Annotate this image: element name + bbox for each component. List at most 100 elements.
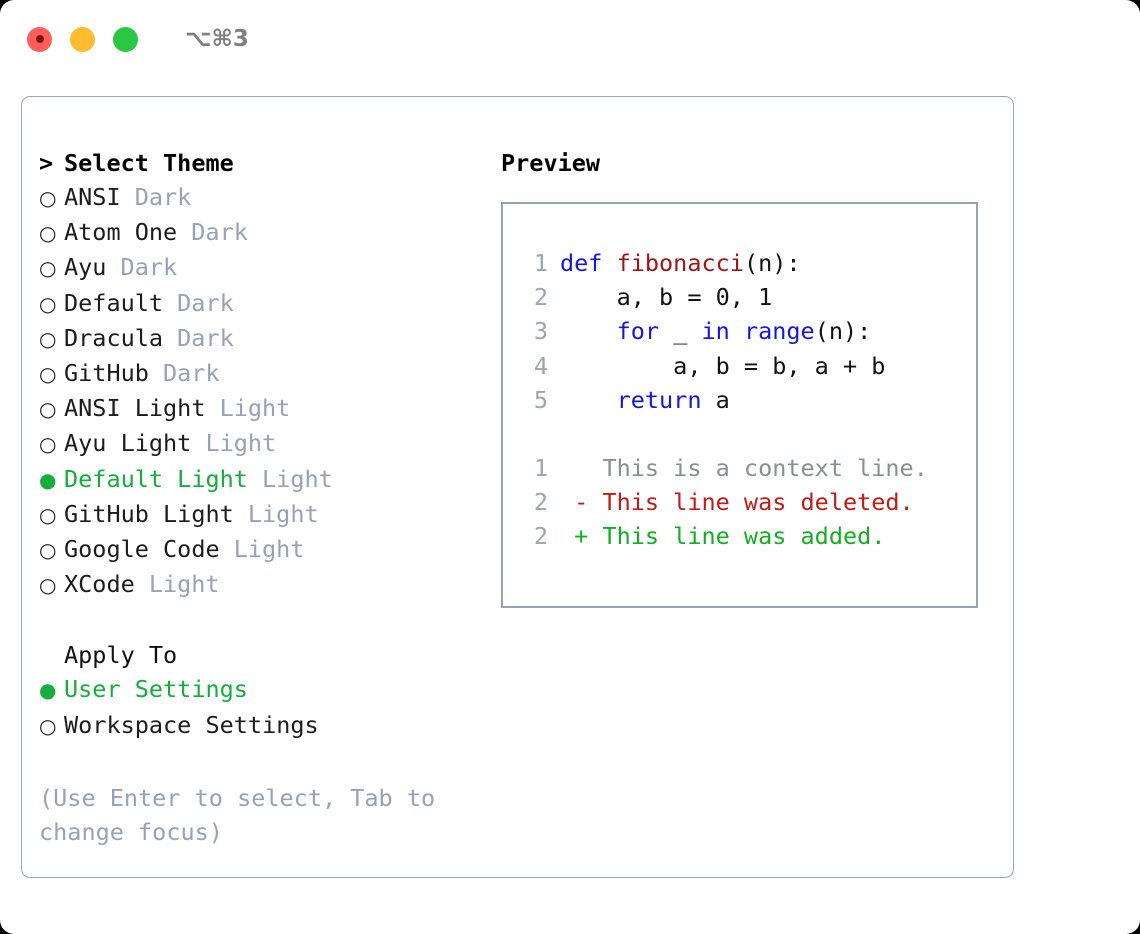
code-line-text: a, b = 0, 1 <box>560 280 773 314</box>
theme-variant-tag: Dark <box>177 323 234 352</box>
theme-variant-tag: Light <box>247 499 319 528</box>
theme-variant-tag: Dark <box>177 288 234 317</box>
theme-option-label: Default Light <box>64 464 248 493</box>
minimize-window-button[interactable] <box>70 26 95 52</box>
theme-option-label: Atom One <box>64 218 178 247</box>
theme-option-ansi[interactable]: ○ ANSI Dark <box>39 180 489 215</box>
radio-unselected-icon: ○ <box>39 256 57 281</box>
radio-unselected-icon: ○ <box>39 186 57 210</box>
apply-to-option-workspace-settings[interactable]: ○ Workspace Settings <box>39 708 489 743</box>
code-line: 4 a, b = b, a + b <box>515 349 976 383</box>
radio-unselected-icon: ○ <box>39 502 57 527</box>
theme-option-github[interactable]: ○ GitHub Dark <box>39 356 489 391</box>
theme-variant-tag: Light <box>205 429 277 458</box>
select-theme-heading: > Select Theme <box>39 146 489 180</box>
radio-unselected-icon: ○ <box>39 221 57 246</box>
code-line: 1 def fibonacci(n): <box>515 246 976 280</box>
diff-line-add: 2 + This line was added. <box>515 519 976 553</box>
theme-option-ayu[interactable]: ○ Ayu Dark <box>39 250 489 285</box>
maximize-window-button[interactable] <box>113 26 138 52</box>
code-line-text: a, b = b, a + b <box>560 349 885 383</box>
code-token-plain <box>560 386 617 414</box>
theme-option-github-light[interactable]: ○ GitHub Light Light <box>39 497 489 532</box>
theme-variant-tag: Dark <box>162 359 220 388</box>
code-line-text: return a <box>560 383 730 417</box>
code-token-fn: fibonacci <box>616 249 744 277</box>
theme-variant-tag: Light <box>219 394 291 423</box>
radio-unselected-icon: ○ <box>39 573 57 598</box>
code-line-text: for _ in range(n): <box>560 314 872 348</box>
theme-variant-tag: Light <box>233 535 305 564</box>
title-bar: ⌥⌘3 <box>0 0 1140 78</box>
diff-line-del: 2 - This line was deleted. <box>515 485 976 519</box>
theme-variant-tag: Dark <box>191 218 248 247</box>
theme-option-label: GitHub Light <box>64 499 234 528</box>
theme-variant-tag: Dark <box>134 183 192 211</box>
radio-unselected-icon: ○ <box>39 538 57 563</box>
theme-option-label: Google Code <box>64 535 220 564</box>
theme-variant-tag: Dark <box>120 253 178 282</box>
caret-icon: > <box>39 149 54 177</box>
traffic-light-buttons <box>27 26 138 52</box>
preview-title: Preview <box>501 149 601 177</box>
theme-option-label: ANSI <box>64 183 121 211</box>
line-number: 1 <box>533 249 548 277</box>
line-number: 5 <box>533 385 548 414</box>
code-line: 2 a, b = 0, 1 <box>515 280 976 314</box>
diff-line-text: - This line was deleted. <box>560 488 914 517</box>
diff-line-context: 1 This is a context line. <box>515 451 976 485</box>
code-token-plain: (n): <box>814 317 872 346</box>
radio-unselected-icon: ○ <box>39 291 57 316</box>
apply-to-option-label: User Settings <box>64 675 248 704</box>
apply-to-option-user-settings[interactable]: ● User Settings <box>39 672 489 707</box>
theme-option-label: Default <box>64 288 164 317</box>
radio-selected-icon: ● <box>39 467 57 492</box>
code-token-plain: a, b = b, a + b <box>560 351 886 380</box>
theme-option-xcode[interactable]: ○ XCode Light <box>39 567 489 602</box>
keyboard-hint: (Use Enter to select, Tab to change focu… <box>39 783 450 846</box>
theme-variant-tag: Light <box>262 464 333 493</box>
radio-unselected-icon: ○ <box>39 432 57 457</box>
line-number: 1 <box>533 454 548 483</box>
apply-to-heading: Apply To <box>39 638 489 672</box>
theme-option-default[interactable]: ○ Default Dark <box>39 286 489 321</box>
code-token-plain: (n): <box>743 249 801 277</box>
radio-selected-icon: ● <box>39 678 57 703</box>
theme-option-default-light[interactable]: ● Default Light Light <box>39 462 489 497</box>
close-window-button[interactable] <box>27 26 52 52</box>
line-number: 2 <box>533 283 548 312</box>
theme-option-label: XCode <box>64 570 135 599</box>
theme-option-label: GitHub <box>64 359 149 388</box>
radio-unselected-icon: ○ <box>39 362 57 387</box>
theme-option-label: ANSI Light <box>64 394 206 423</box>
apply-to-option-label: Workspace Settings <box>64 710 319 739</box>
code-line: 5 return a <box>515 383 976 417</box>
line-number: 3 <box>533 317 548 346</box>
theme-option-ansi-light[interactable]: ○ ANSI Light Light <box>39 391 489 426</box>
line-number: 4 <box>533 351 548 380</box>
radio-unselected-icon: ○ <box>39 713 57 738</box>
code-token-kw: in <box>701 317 730 346</box>
code-token-plain: a, b = 0, 1 <box>560 283 773 312</box>
apply-to-list: ● User Settings ○ Workspace Settings <box>39 672 489 742</box>
theme-option-label: Ayu <box>64 253 107 282</box>
theme-option-google-code[interactable]: ○ Google Code Light <box>39 532 489 567</box>
apply-to-title: Apply To <box>64 641 178 670</box>
code-token-plain <box>730 317 744 345</box>
diff-line-text: This is a context line. <box>560 454 928 483</box>
code-token-kw: def <box>560 249 617 277</box>
code-token-plain: a <box>701 385 730 414</box>
theme-variant-tag: Light <box>148 570 220 599</box>
preview-spacer <box>515 417 976 451</box>
theme-option-atom-one[interactable]: ○ Atom One Dark <box>39 215 489 250</box>
radio-unselected-icon: ○ <box>39 397 57 422</box>
code-line: 3 for _ in range(n): <box>515 314 976 348</box>
code-line-text: def fibonacci(n): <box>560 246 801 280</box>
